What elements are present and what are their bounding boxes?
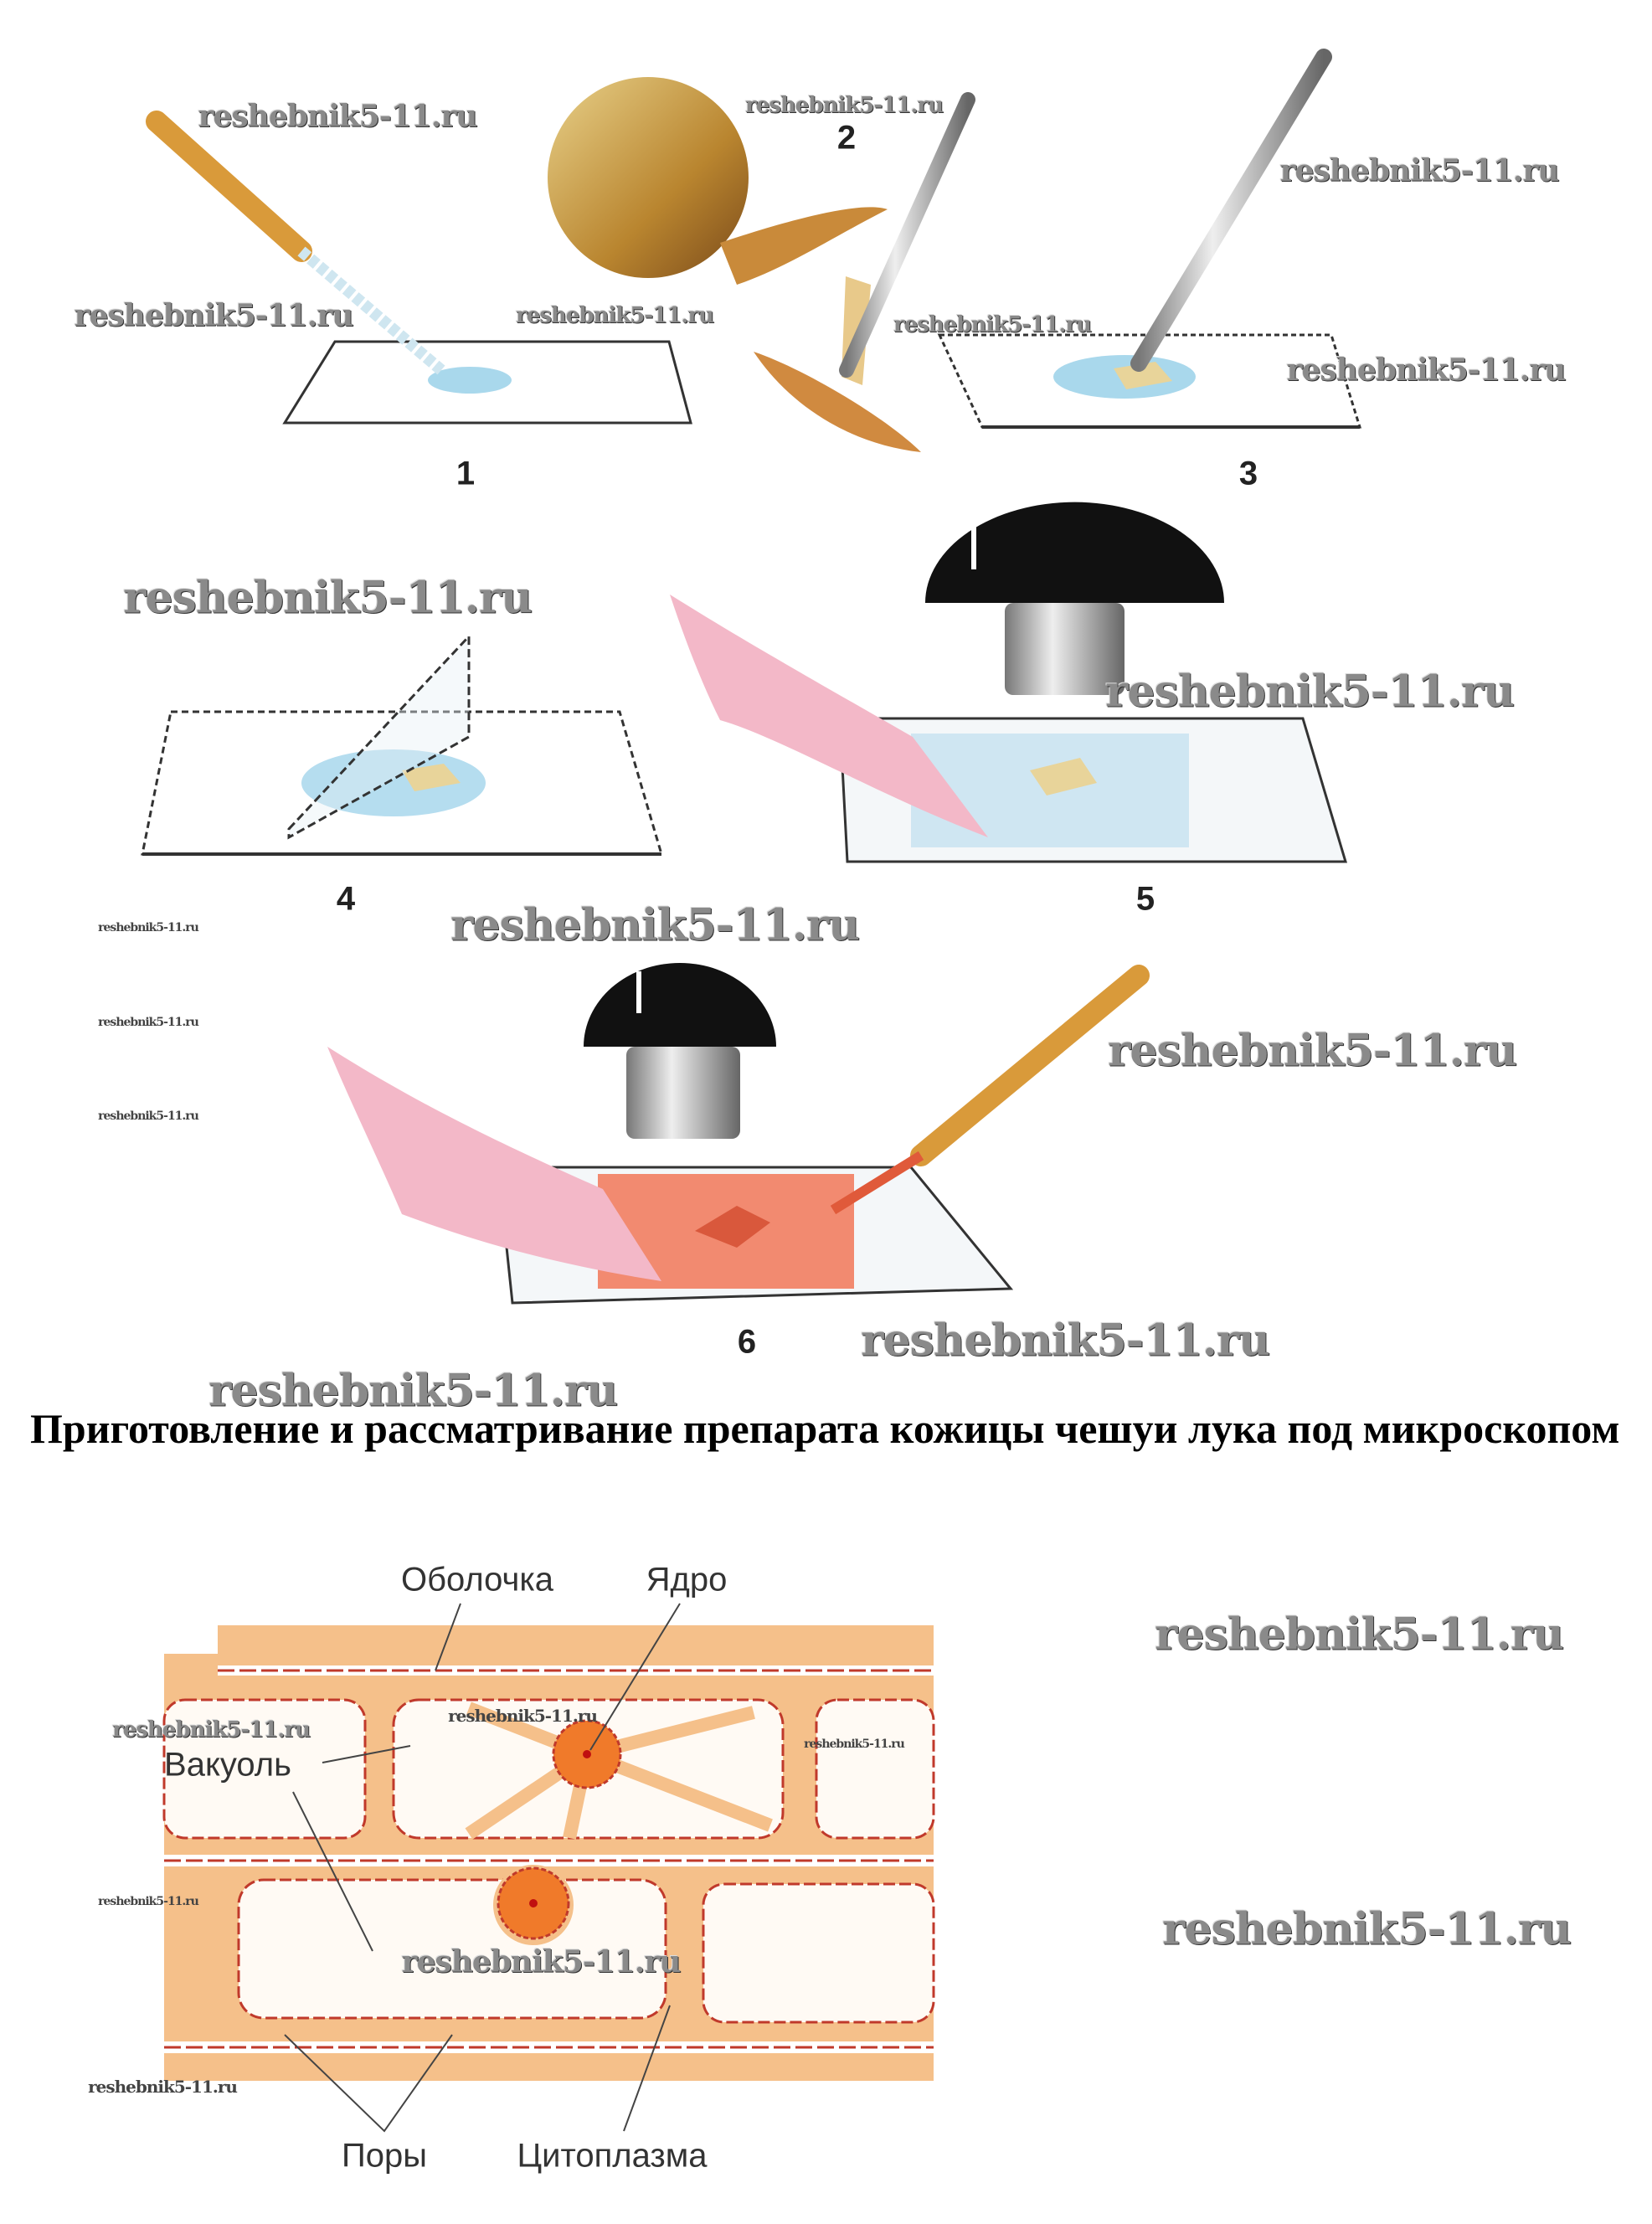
watermark: reshebnik5-11.ru bbox=[1107, 1025, 1517, 1077]
figure-caption: Приготовление и рассматривание препарата… bbox=[30, 1405, 1620, 1452]
watermark: reshebnik5-11.ru bbox=[111, 1717, 311, 1743]
watermark: reshebnik5-11.ru bbox=[98, 1016, 199, 1029]
step1-illustration bbox=[146, 111, 692, 425]
step-number-2: 2 bbox=[836, 119, 857, 157]
watermark: reshebnik5-11.ru bbox=[1161, 1903, 1572, 1955]
watermark: reshebnik5-11.ru bbox=[744, 93, 944, 118]
watermark: reshebnik5-11.ru bbox=[893, 312, 1092, 337]
watermark: reshebnik5-11.ru bbox=[804, 1738, 905, 1751]
step3-illustration bbox=[937, 49, 1362, 429]
label-vacuole: Вакуоль bbox=[164, 1746, 291, 1784]
label-membrane: Оболочка bbox=[400, 1561, 554, 1598]
step-number-1: 1 bbox=[455, 455, 476, 492]
step2-illustration bbox=[548, 77, 975, 452]
step-number-4: 4 bbox=[336, 880, 356, 918]
watermark: reshebnik5-11.ru bbox=[98, 1895, 199, 1908]
step-number-3: 3 bbox=[1238, 455, 1258, 492]
label-pores: Поры bbox=[342, 2137, 427, 2175]
onion-cell-diagram bbox=[162, 1603, 935, 2133]
watermark: reshebnik5-11.ru bbox=[1154, 1609, 1564, 1660]
watermark: reshebnik5-11.ru bbox=[122, 572, 533, 624]
step6-illustration bbox=[327, 963, 1150, 1305]
step-number-5: 5 bbox=[1135, 880, 1155, 918]
watermark: reshebnik5-11.ru bbox=[98, 921, 199, 934]
watermark: reshebnik5-11.ru bbox=[1279, 153, 1560, 188]
watermark: reshebnik5-11.ru bbox=[450, 899, 860, 951]
watermark: reshebnik5-11.ru bbox=[1286, 353, 1567, 388]
watermark: reshebnik5-11.ru bbox=[74, 298, 354, 333]
watermark: reshebnik5-11.ru bbox=[1104, 666, 1515, 718]
watermark: reshebnik5-11.ru bbox=[448, 1706, 598, 1726]
step5-illustration bbox=[670, 502, 1348, 863]
watermark: reshebnik5-11.ru bbox=[198, 99, 478, 134]
step4-illustration bbox=[141, 633, 664, 856]
step-number-6: 6 bbox=[737, 1323, 757, 1361]
watermark: reshebnik5-11.ru bbox=[208, 1365, 618, 1417]
watermark: reshebnik5-11.ru bbox=[515, 303, 714, 328]
watermark: reshebnik5-11.ru bbox=[98, 1109, 199, 1123]
label-cytoplasm: Цитоплазма bbox=[517, 2137, 708, 2175]
watermark: reshebnik5-11.ru bbox=[88, 2077, 238, 2097]
watermark: reshebnik5-11.ru bbox=[860, 1315, 1270, 1367]
label-nucleus: Ядро bbox=[646, 1561, 728, 1598]
watermark: reshebnik5-11.ru bbox=[401, 1944, 682, 1979]
